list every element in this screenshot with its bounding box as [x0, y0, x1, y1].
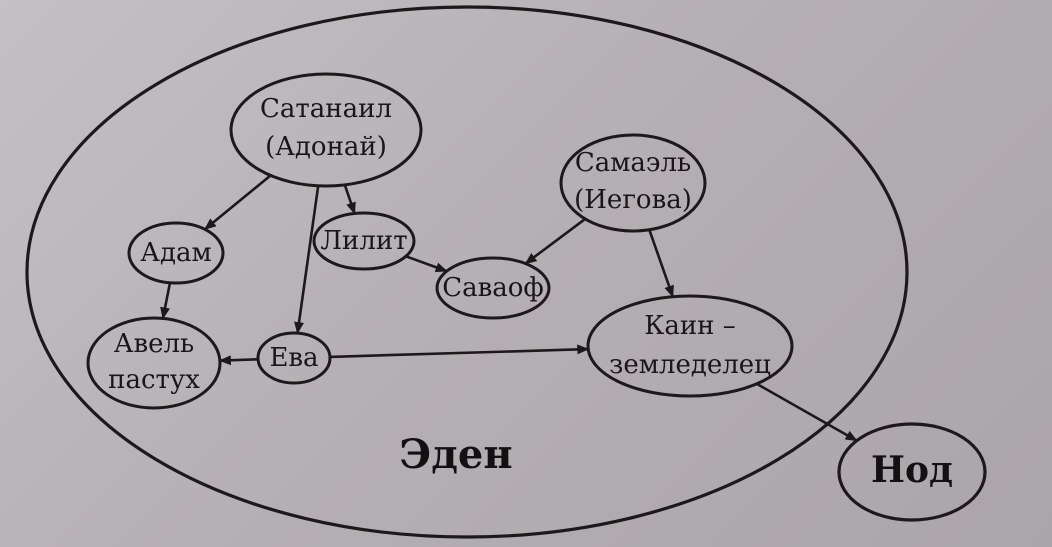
edge-satanail-to-lilit	[343, 184, 356, 215]
node-lilit: Лилит	[312, 211, 416, 271]
edge-satanail-to-adam	[204, 174, 272, 231]
node-kain-shape	[586, 294, 794, 398]
node-samael: Самаэль (Иегова)	[559, 133, 707, 233]
node-samael-line-1: Самаэль	[575, 148, 691, 178]
node-avel-line-1: Авель	[114, 329, 194, 359]
node-kain-line-1: Каин –	[644, 311, 736, 341]
node-satanail-line-2: (Адонай)	[265, 132, 387, 162]
region-eden: Эден	[25, 5, 909, 539]
node-samael-line-2: (Иегова)	[574, 185, 692, 215]
node-satanail: Сатанаил (Адонай)	[229, 72, 423, 188]
node-adam-shape	[127, 221, 225, 285]
node-savaof: Саваоф	[435, 256, 551, 320]
node-eva-label: Ева	[269, 343, 318, 373]
node-kain-line-2: земледелец	[609, 350, 771, 380]
node-satanail-shape	[229, 72, 423, 188]
edge-satanail-to-eva	[294, 185, 320, 335]
node-eva-shape	[256, 331, 332, 385]
region-eden-label: Эден	[399, 431, 512, 478]
node-kain: Каин – земледелец	[586, 294, 794, 398]
edge-samael-to-savaof	[524, 217, 586, 265]
node-savaof-label: Саваоф	[442, 273, 544, 303]
node-avel-shape	[86, 316, 222, 410]
node-satanail-line-1: Сатанаил	[260, 94, 392, 124]
edge-adam-to-avel	[160, 282, 172, 320]
node-samael-shape	[559, 133, 707, 233]
edge-eva-to-avel	[218, 355, 259, 366]
node-avel: Авель пастух	[86, 316, 222, 410]
edge-eva-to-kain	[329, 344, 590, 359]
node-adam-label: Адам	[140, 238, 211, 268]
edge-lilit-to-savaof	[405, 255, 448, 273]
node-lilit-label: Лилит	[320, 226, 407, 256]
edge-samael-to-kain	[648, 229, 675, 298]
edge-kain-to-nod	[756, 382, 858, 442]
region-nod-shape	[837, 422, 987, 522]
region-nod: Нод	[837, 422, 987, 522]
node-avel-line-2: пастух	[108, 365, 200, 395]
node-savaof-shape	[435, 256, 551, 320]
node-eva: Ева	[256, 331, 332, 385]
edges-layer	[160, 174, 858, 442]
region-nod-label: Нод	[871, 449, 953, 491]
node-lilit-shape	[312, 211, 416, 271]
region-eden-shape	[25, 5, 909, 539]
node-adam: Адам	[127, 221, 225, 285]
